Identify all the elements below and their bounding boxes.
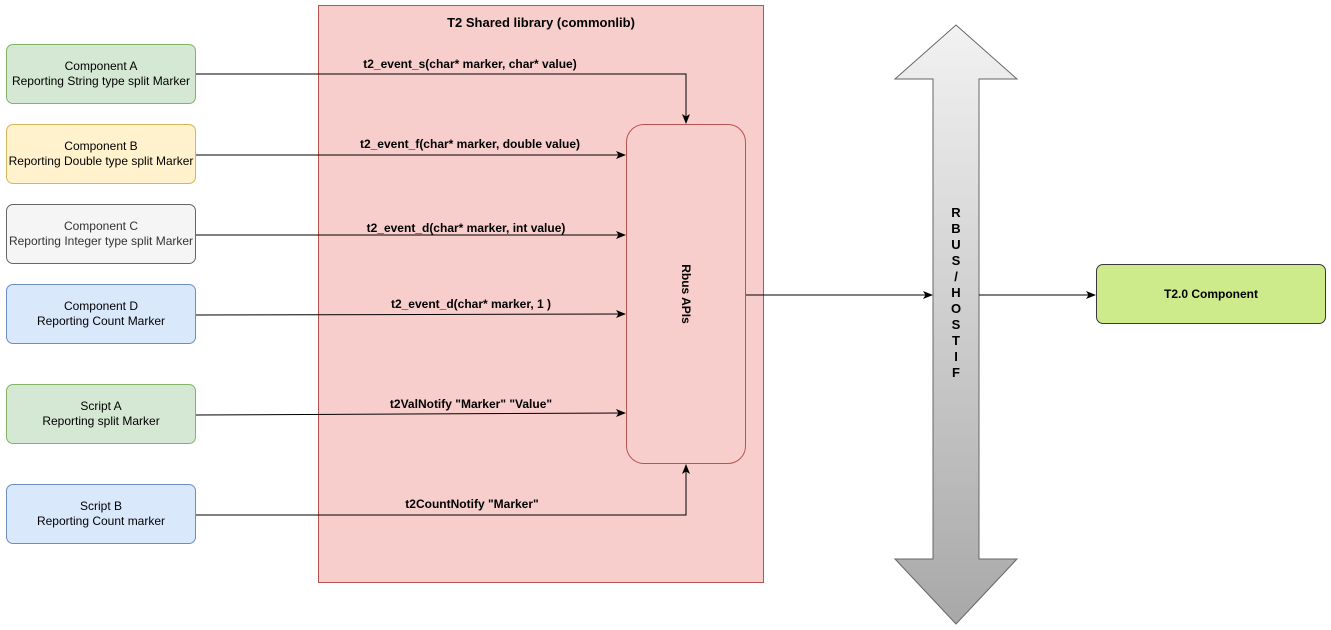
component-c-name: Component C <box>63 219 139 233</box>
script-a-desc: Reporting split Marker <box>42 414 160 428</box>
rbus-apis-box[interactable] <box>626 124 746 464</box>
component-c-desc: Reporting Integer type split Marker <box>8 234 194 248</box>
component-d-box[interactable]: Component D Reporting Count Marker <box>6 284 196 344</box>
component-c-box[interactable]: Component C Reporting Integer type split… <box>6 204 196 264</box>
bus-letter: I <box>954 349 958 364</box>
t2-component-box[interactable]: T2.0 Component <box>1096 264 1326 324</box>
component-d-name: Component D <box>63 299 139 313</box>
edge-label-event-s: t2_event_s(char* marker, char* value) <box>363 57 577 71</box>
shared-library-title: T2 Shared library (commonlib) <box>447 15 635 30</box>
edge-component-a <box>196 73 690 124</box>
edge-label-val-notify: t2ValNotify "Marker" "Value" <box>389 397 553 411</box>
edge-label-count-notify: t2CountNotify "Marker" <box>405 497 539 511</box>
component-b-box[interactable]: Component B Reporting Double type split … <box>6 124 196 184</box>
rbus-hostif-bus-arrow <box>893 24 1019 625</box>
bus-letter: S <box>951 253 961 268</box>
edge-label-event-f: t2_event_f(char* marker, double value) <box>359 137 581 151</box>
bus-letter: O <box>950 301 962 316</box>
edge-script-a <box>195 409 626 418</box>
component-b-desc: Reporting Double type split Marker <box>8 154 194 168</box>
bus-letter: F <box>952 365 960 380</box>
script-b-desc: Reporting Count marker <box>36 514 166 528</box>
bus-letter: H <box>951 285 961 300</box>
bus-letter: / <box>954 269 958 284</box>
script-a-box[interactable]: Script A Reporting split Marker <box>6 384 196 444</box>
component-a-desc: Reporting String type split Marker <box>11 74 191 88</box>
script-b-box[interactable]: Script B Reporting Count marker <box>6 484 196 544</box>
edge-component-d <box>195 310 626 319</box>
rbus-hostif-label: R B U S / H O S T I F <box>951 205 961 381</box>
edge-label-event-d-int: t2_event_d(char* marker, int value) <box>366 221 566 235</box>
component-d-desc: Reporting Count Marker <box>36 314 166 328</box>
bus-letter: R <box>951 205 961 220</box>
script-b-name: Script B <box>79 499 122 513</box>
bus-letter: U <box>951 237 961 252</box>
component-a-box[interactable]: Component A Reporting String type split … <box>6 44 196 104</box>
bus-letter: S <box>951 317 961 332</box>
edge-label-event-d-count: t2_event_d(char* marker, 1 ) <box>390 297 552 311</box>
component-b-name: Component B <box>64 139 138 153</box>
script-a-name: Script A <box>80 399 122 413</box>
component-a-name: Component A <box>64 59 138 73</box>
bus-letter: B <box>951 221 961 236</box>
edge-script-b <box>196 464 690 516</box>
bus-letter: T <box>952 333 960 348</box>
